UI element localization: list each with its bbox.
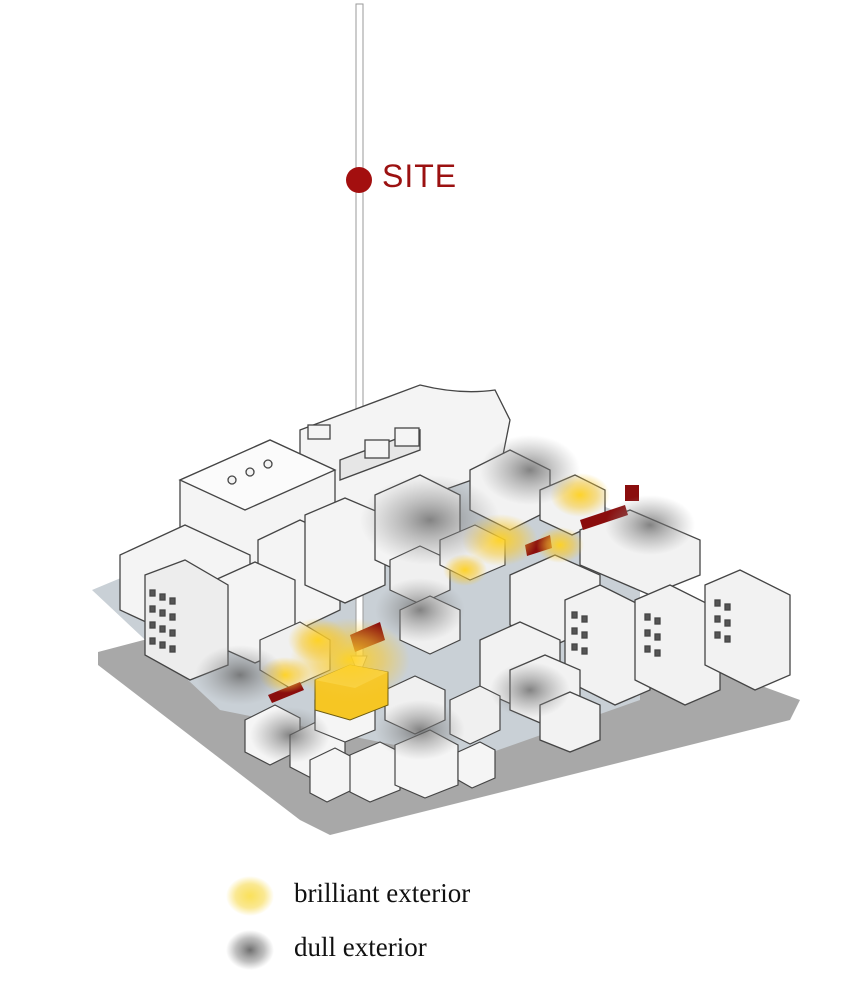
brilliant-swatch-icon xyxy=(226,876,274,916)
dull-exterior-glows xyxy=(195,435,695,763)
legend-label-brilliant: brilliant exterior xyxy=(294,878,471,908)
legend-item-brilliant: brilliant exterior xyxy=(224,874,544,918)
site-label: SITE xyxy=(382,158,458,194)
legend-item-dull: dull exterior xyxy=(224,928,544,972)
dull-swatch-icon xyxy=(226,930,274,970)
legend-label-dull: dull exterior xyxy=(294,932,427,962)
building-left-apartments xyxy=(144,559,229,681)
site-marker-dot xyxy=(346,167,372,193)
